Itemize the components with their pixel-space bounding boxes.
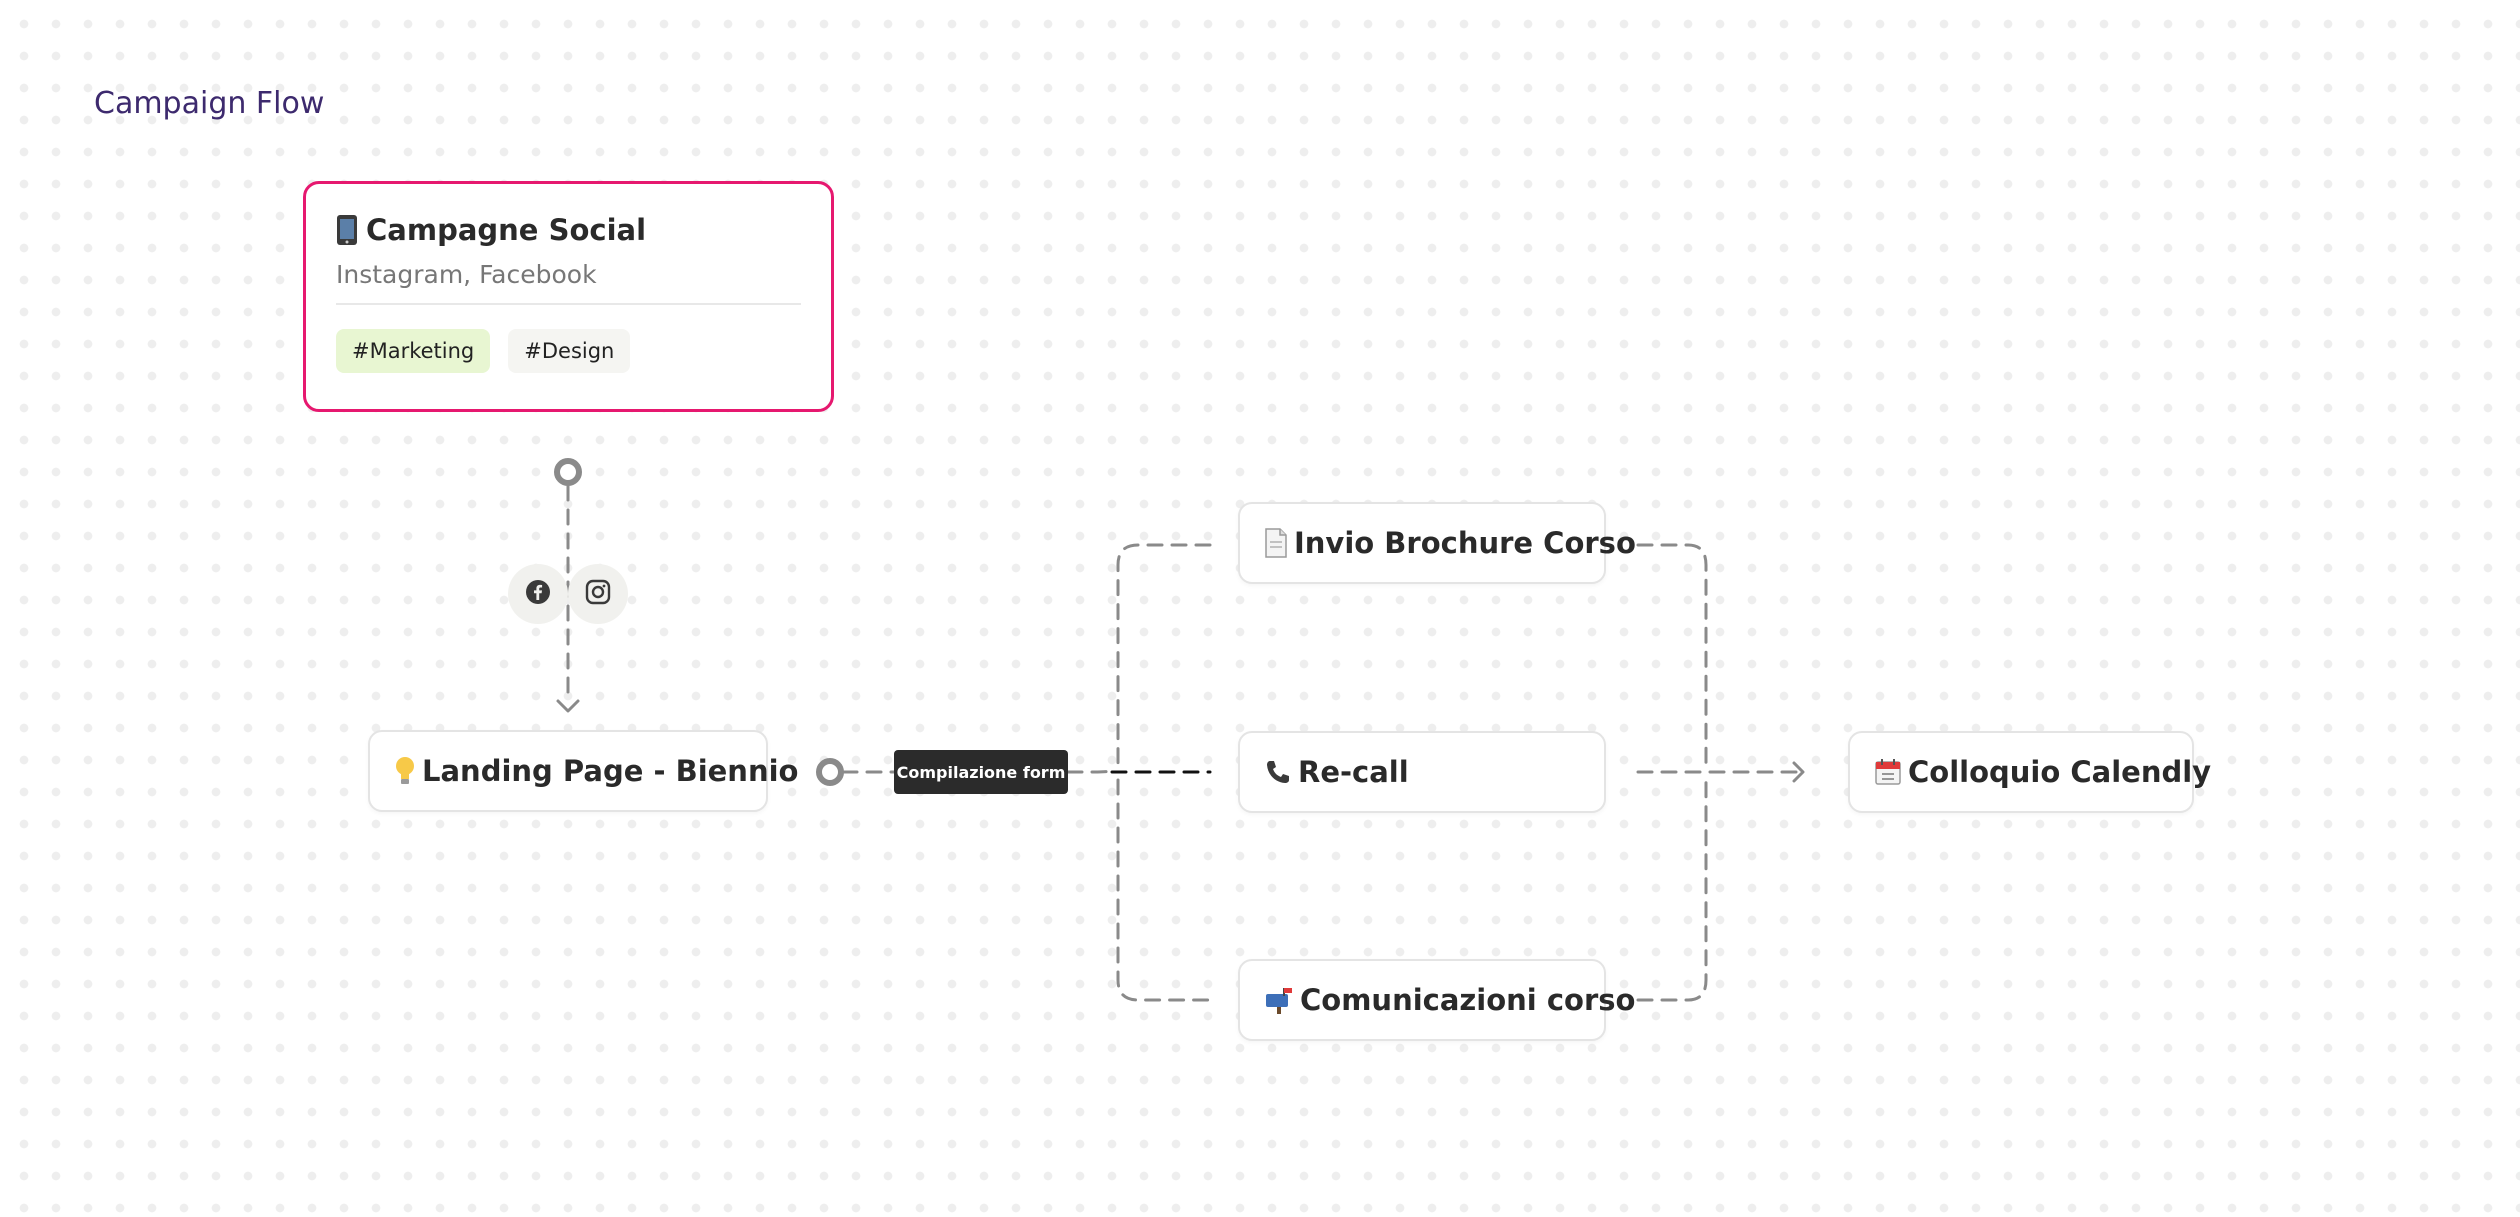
document-icon xyxy=(1264,528,1288,558)
arrowhead-landing xyxy=(556,699,580,713)
port-landing-out xyxy=(816,758,844,786)
connector-label-recall xyxy=(1066,768,1114,774)
calendar-icon xyxy=(1874,758,1902,786)
facebook-button[interactable] xyxy=(508,564,568,624)
source-card-subtitle: Instagram, Facebook xyxy=(336,260,801,305)
node-re-call-label: Re-call xyxy=(1298,755,1409,789)
source-card-title-text: Campagne Social xyxy=(366,213,647,247)
tag-marketing[interactable]: #Marketing xyxy=(336,329,491,373)
node-colloquio-calendly[interactable]: Colloquio Calendly xyxy=(1848,731,2211,813)
edge-label-compilazione-form: Compilazione form xyxy=(894,750,1068,794)
mobile-phone-icon xyxy=(336,214,358,246)
node-invio-brochure-label: Invio Brochure Corso xyxy=(1294,526,1636,560)
node-comunicazioni-corso-label: Comunicazioni corso xyxy=(1300,983,1636,1017)
node-landing-page-label: Landing Page - Biennio xyxy=(422,754,799,788)
connector-brochure-merge xyxy=(1636,543,1708,767)
node-landing-page[interactable]: Landing Page - Biennio xyxy=(368,730,798,812)
port-source-out xyxy=(554,458,582,486)
instagram-icon xyxy=(585,579,611,610)
node-colloquio-calendly-label: Colloquio Calendly xyxy=(1908,755,2212,789)
page-title: Campaign Flow xyxy=(94,86,325,121)
node-re-call[interactable]: Re-call xyxy=(1238,731,1606,813)
node-comunicazioni-corso[interactable]: Comunicazioni corso xyxy=(1238,959,1635,1041)
connector-to-comunicazioni xyxy=(1116,778,1212,1002)
mailbox-icon xyxy=(1264,986,1294,1014)
instagram-button[interactable] xyxy=(568,564,628,624)
connector-to-brochure xyxy=(1116,543,1212,767)
tag-design[interactable]: #Design xyxy=(508,329,631,373)
facebook-icon xyxy=(525,579,551,610)
source-card[interactable]: Campagne Social Instagram, Facebook #Mar… xyxy=(303,181,834,412)
tag-list: #Marketing #Design xyxy=(336,329,801,373)
source-card-title: Campagne Social xyxy=(336,210,801,250)
telephone-icon xyxy=(1264,758,1292,786)
node-invio-brochure[interactable]: Invio Brochure Corso xyxy=(1238,502,1636,584)
connector-comunicazioni-merge xyxy=(1636,778,1708,1002)
light-bulb-icon xyxy=(394,756,416,786)
arrowhead-calendly xyxy=(1792,761,1805,783)
